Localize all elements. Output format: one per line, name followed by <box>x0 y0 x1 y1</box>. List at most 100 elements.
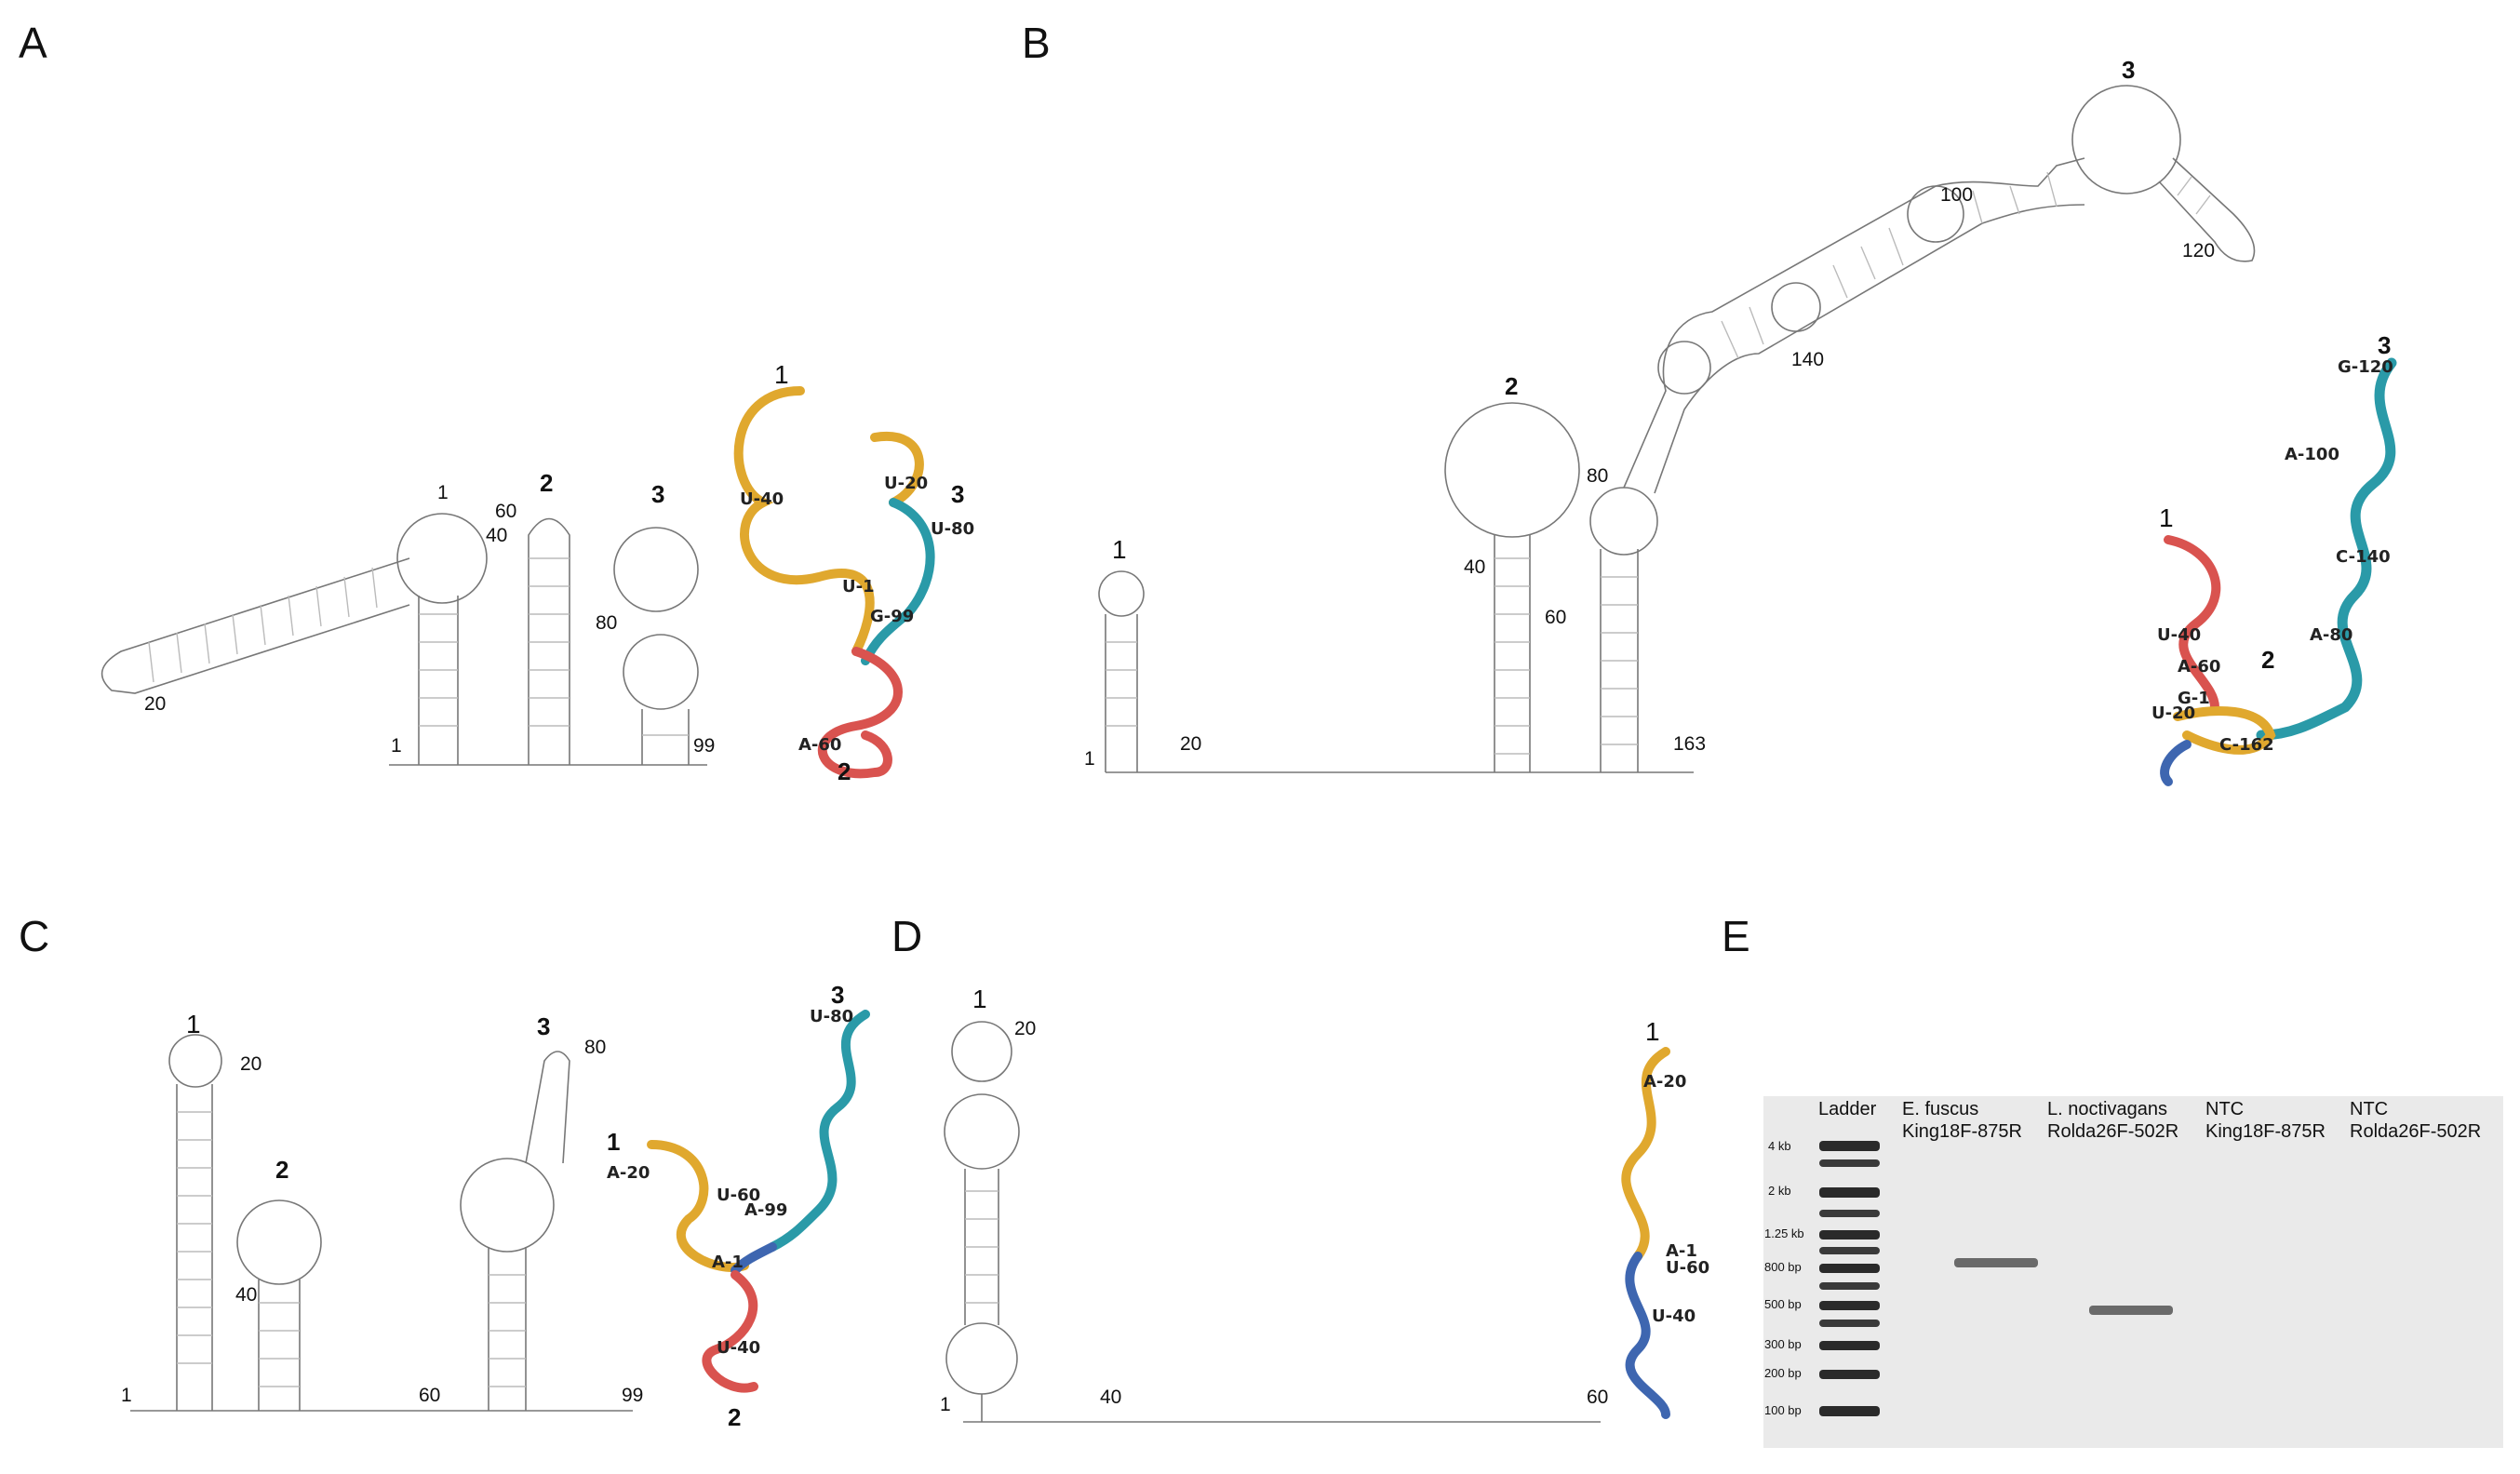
b-domain1-stem-pairs <box>1106 641 1137 727</box>
a-num-99: 99 <box>693 735 715 757</box>
c-domain3-helix <box>768 1010 870 1252</box>
b-ann-c162: C-162 <box>2219 735 2274 755</box>
d-loop-top <box>951 1021 1012 1082</box>
b-ann-c140: C-140 <box>2336 547 2391 567</box>
c-ann-u80: U-80 <box>810 1007 853 1026</box>
a-num-60: 60 <box>495 501 516 522</box>
d-domain1-helix <box>1621 1047 1670 1261</box>
ladder-band-1-25kb <box>1819 1230 1880 1240</box>
panel-label-c: C <box>19 912 49 960</box>
ladder-size-2kb: 2 kb <box>1768 1184 1791 1198</box>
a-ann-g99: G-99 <box>870 607 914 626</box>
b-ann-a60: A-60 <box>2178 657 2220 677</box>
b-num-100: 100 <box>1940 184 1973 206</box>
lane-1-label-line1: Ladder <box>1818 1099 1877 1119</box>
ladder-bands <box>1819 1141 1880 1416</box>
b-domain1-loop <box>1098 570 1145 617</box>
b-ann-a80: A-80 <box>2310 625 2352 645</box>
b-domain-2-label: 2 <box>1505 372 1518 400</box>
panel-e-gel: Ladder E. fuscus King18F-875R L. noctiva… <box>1763 1096 2503 1448</box>
a-ann-u80: U-80 <box>931 519 974 539</box>
b-domain3-base-loop <box>1589 487 1658 556</box>
d-ann-u40: U-40 <box>1652 1306 1696 1326</box>
lane-4-label-line1: NTC <box>2205 1099 2244 1119</box>
d-linker-helix <box>1625 1252 1670 1419</box>
b-num-120: 120 <box>2182 240 2215 261</box>
gel-background <box>1763 1096 2503 1448</box>
b-ann-a100: A-100 <box>2285 445 2339 464</box>
ladder-size-800bp: 800 bp <box>1764 1260 1802 1274</box>
b-ann-g1: G-1 <box>2178 689 2210 708</box>
d-num-40: 40 <box>1100 1387 1121 1408</box>
b-domain-1-label: 1 <box>1112 535 1127 564</box>
a-tert-domain-1: 1 <box>774 360 789 389</box>
a-domain2-helix <box>817 647 903 779</box>
c-domain1-loop <box>168 1034 222 1088</box>
c-domain2-loop <box>236 1199 322 1285</box>
b-domain3-side-hairpin <box>2158 157 2256 262</box>
b-domain3-arm-inner <box>1654 204 2085 494</box>
c-linker <box>731 1242 777 1275</box>
ladder-band-200bp <box>1819 1370 1880 1379</box>
panel-a-tertiary-structure: 1 3 2 U-20 U-40 U-80 U-1 G-99 A-60 <box>733 360 974 785</box>
c-tert-domain-2: 2 <box>728 1403 741 1431</box>
panel-d-tertiary-structure: 1 A-20 A-1 U-60 U-40 <box>1621 1017 1709 1419</box>
c-domain3-loop <box>460 1158 555 1253</box>
panel-b-tertiary-structure: 3 1 2 G-120 A-100 C-140 U-40 A-60 A-80 G… <box>2151 331 2397 786</box>
b-ann-g120: G-120 <box>2338 357 2393 377</box>
panel-b-secondary-structure: 100 120 140 80 40 60 1 20 163 1 2 3 <box>1084 56 2256 773</box>
d-ann-a20: A-20 <box>1643 1072 1686 1092</box>
d-domain-1-label: 1 <box>972 985 987 1013</box>
d-ann-u60: U-60 <box>1666 1258 1709 1278</box>
b-domain3-stem-pairs <box>1601 576 1638 745</box>
c-tert-domain-1: 1 <box>607 1128 620 1156</box>
d-loop-bottom <box>945 1322 1018 1395</box>
c-ann-u60: U-60 <box>717 1186 760 1205</box>
lane-2-label-line1: E. fuscus <box>1902 1099 1978 1119</box>
d-ann-a1: A-1 <box>1666 1241 1697 1261</box>
lane-3-label-line1: L. noctivagans <box>2047 1099 2167 1119</box>
b-num-60: 60 <box>1545 607 1566 628</box>
ladder-size-4kb: 4 kb <box>1768 1139 1791 1153</box>
c-num-60: 60 <box>419 1385 440 1406</box>
c-ann-u40: U-40 <box>717 1338 760 1358</box>
ladder-band-600bp <box>1819 1282 1880 1290</box>
c-domain-3-label: 3 <box>537 1012 550 1040</box>
a-domain1-stem-pairs <box>419 613 458 727</box>
panel-c-tertiary-structure: 3 1 2 U-80 A-20 U-60 A-99 A-1 U-40 <box>607 981 870 1431</box>
c-ann-a99: A-99 <box>744 1200 787 1220</box>
a-domain3-helix <box>861 498 935 665</box>
b-num-20: 20 <box>1180 733 1201 755</box>
c-domain2-helix <box>702 1270 758 1393</box>
a-domain1-loop <box>396 513 488 604</box>
c-domain3-stem-pairs <box>489 1274 526 1387</box>
sample-band-e-fuscus <box>1954 1258 2038 1267</box>
lane-5-label-line1: NTC <box>2350 1099 2388 1119</box>
a-tert-domain-3: 3 <box>951 480 964 508</box>
panel-label-d: D <box>891 912 922 960</box>
a-domain-2-label: 2 <box>540 469 553 497</box>
ladder-size-200bp: 200 bp <box>1764 1366 1802 1380</box>
a-tert-domain-2: 2 <box>838 757 851 785</box>
d-tert-domain-1: 1 <box>1645 1017 1660 1046</box>
c-num-80: 80 <box>584 1037 606 1058</box>
c-domain1-helix <box>647 1140 749 1272</box>
lane-4-label-line2: King18F-875R <box>2205 1121 2326 1142</box>
a-ann-u1: U-1 <box>842 577 875 596</box>
c-num-20: 20 <box>240 1053 261 1075</box>
c-domain-2-label: 2 <box>275 1156 288 1184</box>
d-loop-middle <box>944 1093 1020 1170</box>
ladder-band-100bp <box>1819 1406 1880 1416</box>
b-linker <box>2160 740 2192 786</box>
panel-label-b: B <box>1022 19 1051 67</box>
ladder-size-300bp: 300 bp <box>1764 1337 1802 1351</box>
a-domain2-stem-pairs <box>529 557 570 727</box>
b-tert-domain-3: 3 <box>2378 331 2391 359</box>
b-domain3-arm-pairs <box>1721 171 2211 359</box>
panel-c-secondary-structure: 20 80 40 1 60 99 1 2 3 <box>121 1010 643 1412</box>
c-ann-a1: A-1 <box>712 1253 744 1272</box>
b-domain2-helix <box>2173 706 2276 755</box>
ladder-band-4kb <box>1819 1141 1880 1151</box>
lane-5-label-line2: Rolda26F-502R <box>2350 1121 2481 1142</box>
